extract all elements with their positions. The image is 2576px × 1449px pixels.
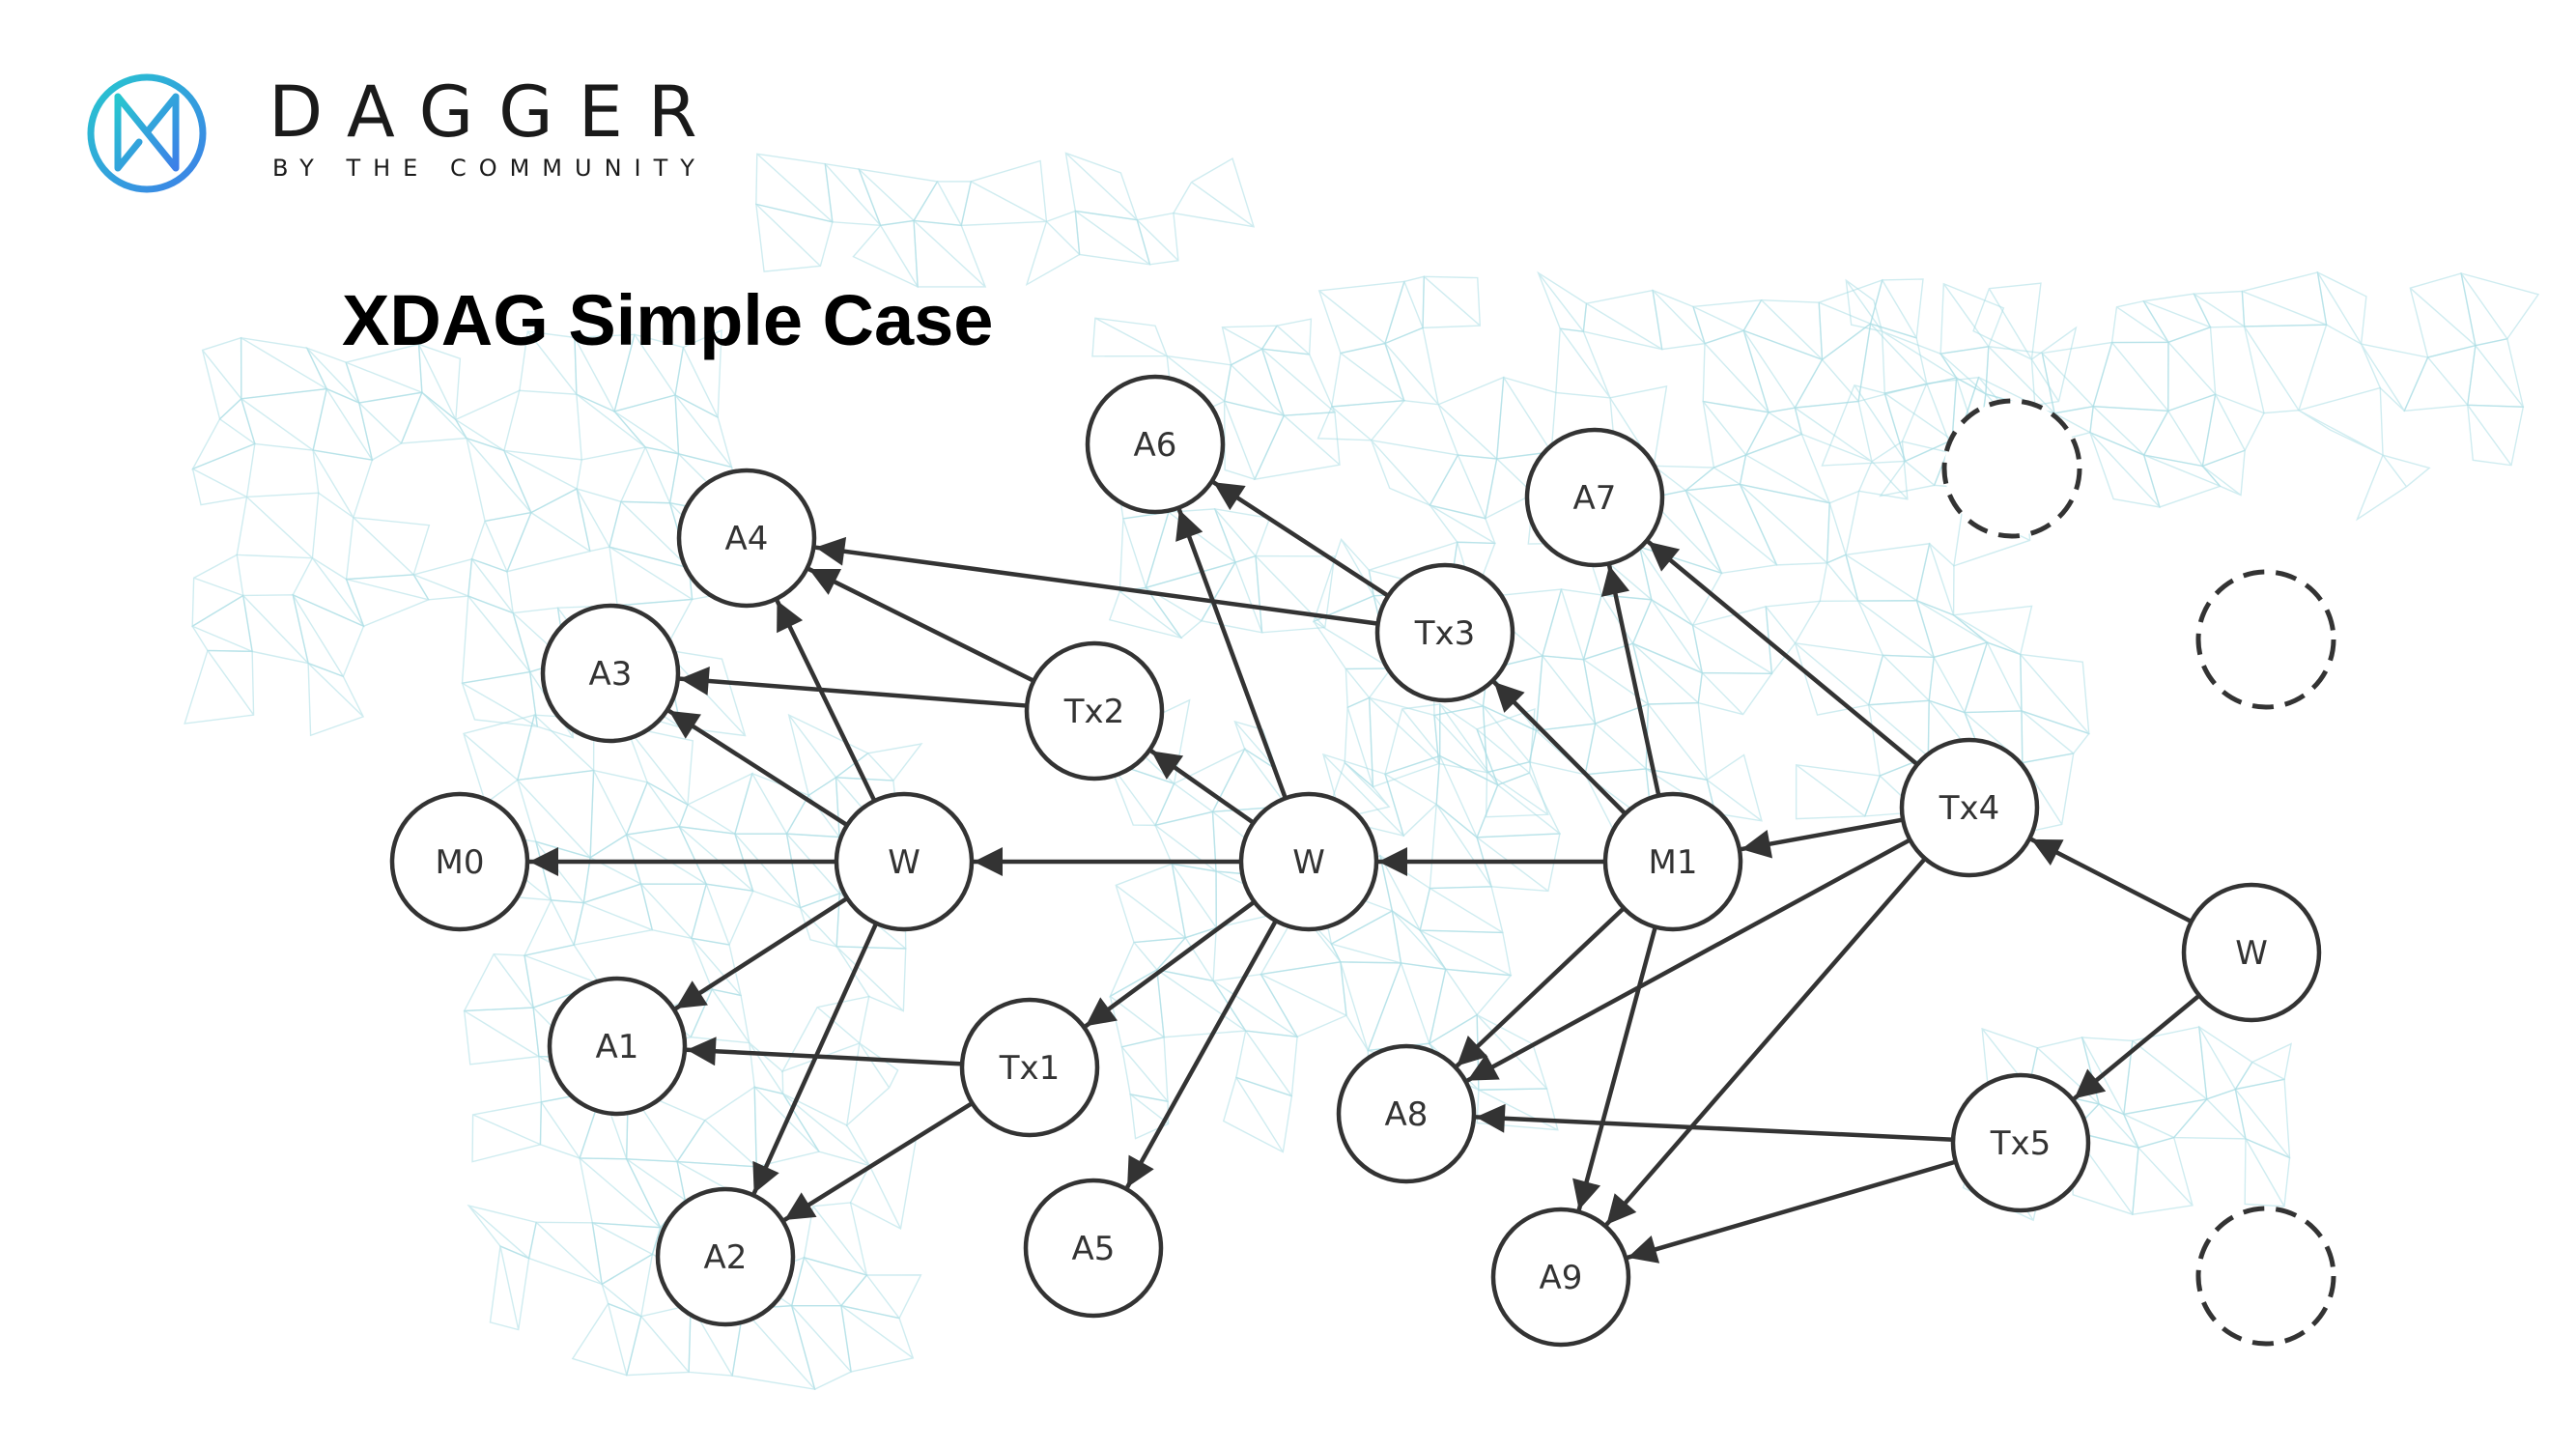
node-label: A7: [1573, 479, 1617, 518]
node-m0: M0: [389, 791, 530, 932]
edge-Tx5-to-A9: [1627, 1159, 1957, 1264]
node-circle: [2195, 1206, 2336, 1347]
node-circle: [834, 791, 975, 932]
node-label: M0: [436, 843, 485, 882]
node-tx2: Tx2: [1024, 640, 1165, 781]
placeholder-node: [2195, 569, 2336, 710]
slide-title: XDAG Simple Case: [342, 280, 994, 360]
edge-Tx4-to-A8: [1466, 838, 1911, 1083]
node-circle: [2195, 569, 2336, 710]
edge-W1-to-A3: [667, 708, 849, 828]
node-circle: [2181, 882, 2322, 1023]
brand-name: DAGGER: [269, 71, 722, 154]
edge-W1-to-A1: [674, 895, 849, 1010]
node-a6: A6: [1085, 374, 1226, 515]
node-circle: [1024, 640, 1165, 781]
edge-Tx4-to-A7: [1647, 540, 1919, 767]
edge-M1-to-Tx3: [1492, 680, 1628, 815]
node-circle: [1238, 791, 1379, 932]
node-m1: M1: [1602, 791, 1743, 932]
edge-W2-to-A5: [1125, 920, 1278, 1189]
node-a8: A8: [1336, 1043, 1477, 1184]
dagger-logo-icon: [87, 73, 207, 193]
placeholder-node: [2195, 1206, 2336, 1347]
node-circle: [676, 468, 817, 609]
edge-W2-to-A6: [1175, 508, 1288, 800]
node-label: W: [2235, 934, 2268, 973]
brand-tagline: BY THE COMMUNITY: [272, 155, 707, 182]
edge-W3-to-Tx4: [2030, 837, 2193, 924]
node-circle: [389, 791, 530, 932]
node-label: M1: [1649, 843, 1698, 882]
node-label: A1: [596, 1028, 639, 1066]
node-label: W: [1292, 843, 1325, 882]
node-label: A3: [589, 655, 633, 694]
node-label: Tx2: [1063, 693, 1125, 731]
node-circle: [1085, 374, 1226, 515]
node-circle: [1023, 1178, 1164, 1319]
edge-Tx1-to-A2: [782, 1101, 974, 1222]
edge-M1-to-A7: [1600, 564, 1661, 797]
node-a1: A1: [547, 976, 688, 1117]
node-tx1: Tx1: [959, 997, 1100, 1138]
node-label: A2: [704, 1238, 748, 1277]
placeholder-node: [1941, 398, 2082, 539]
edge-W3-to-Tx5: [2073, 993, 2201, 1100]
edge-Tx1-to-A1: [686, 1037, 963, 1066]
node-label: Tx4: [1939, 789, 2000, 828]
node-a9: A9: [1490, 1207, 1631, 1348]
node-w3: W: [2181, 882, 2322, 1023]
edge-Tx2-to-A4: [807, 567, 1035, 683]
node-a5: A5: [1023, 1178, 1164, 1319]
edge-Tx2-to-A3: [679, 666, 1028, 708]
node-circle: [1602, 791, 1743, 932]
node-circle: [1941, 398, 2082, 539]
edge-Tx4-to-A9: [1604, 857, 1927, 1227]
edge-Tx3-to-A6: [1212, 480, 1390, 598]
node-label: A4: [725, 520, 769, 558]
edge-W2-to-Tx1: [1084, 899, 1256, 1029]
node-tx5: Tx5: [1950, 1072, 2091, 1213]
edge-W1-to-A4: [775, 599, 877, 803]
edge-M1-to-A9: [1572, 925, 1657, 1211]
node-a3: A3: [540, 603, 681, 744]
node-a7: A7: [1524, 427, 1665, 568]
node-circle: [547, 976, 688, 1117]
node-circle: [959, 997, 1100, 1138]
edge-Tx4-to-M1: [1741, 817, 1904, 859]
node-label: Tx5: [1990, 1124, 2052, 1163]
edge-Tx3-to-A4: [815, 536, 1378, 626]
node-a4: A4: [676, 468, 817, 609]
node-a2: A2: [655, 1186, 796, 1327]
edge-Tx5-to-A8: [1475, 1103, 1954, 1142]
node-circle: [540, 603, 681, 744]
node-label: W: [888, 843, 920, 882]
node-circle: [655, 1186, 796, 1327]
node-label: A9: [1540, 1259, 1583, 1297]
node-label: A8: [1385, 1095, 1429, 1134]
node-circle: [1336, 1043, 1477, 1184]
node-label: Tx3: [1414, 614, 1476, 653]
edges-group: [529, 480, 2201, 1264]
node-circle: [1899, 737, 2040, 878]
node-w2: W: [1238, 791, 1379, 932]
node-circle: [1490, 1207, 1631, 1348]
node-circle: [1950, 1072, 2091, 1213]
node-label: A5: [1072, 1230, 1116, 1268]
edge-M1-to-A8: [1455, 906, 1626, 1068]
node-circle: [1524, 427, 1665, 568]
node-tx3: Tx3: [1374, 562, 1515, 703]
edge-W2-to-Tx2: [1149, 749, 1256, 825]
node-circle: [1374, 562, 1515, 703]
node-label: A6: [1134, 426, 1177, 465]
node-label: Tx1: [999, 1049, 1061, 1088]
node-w1: W: [834, 791, 975, 932]
node-tx4: Tx4: [1899, 737, 2040, 878]
